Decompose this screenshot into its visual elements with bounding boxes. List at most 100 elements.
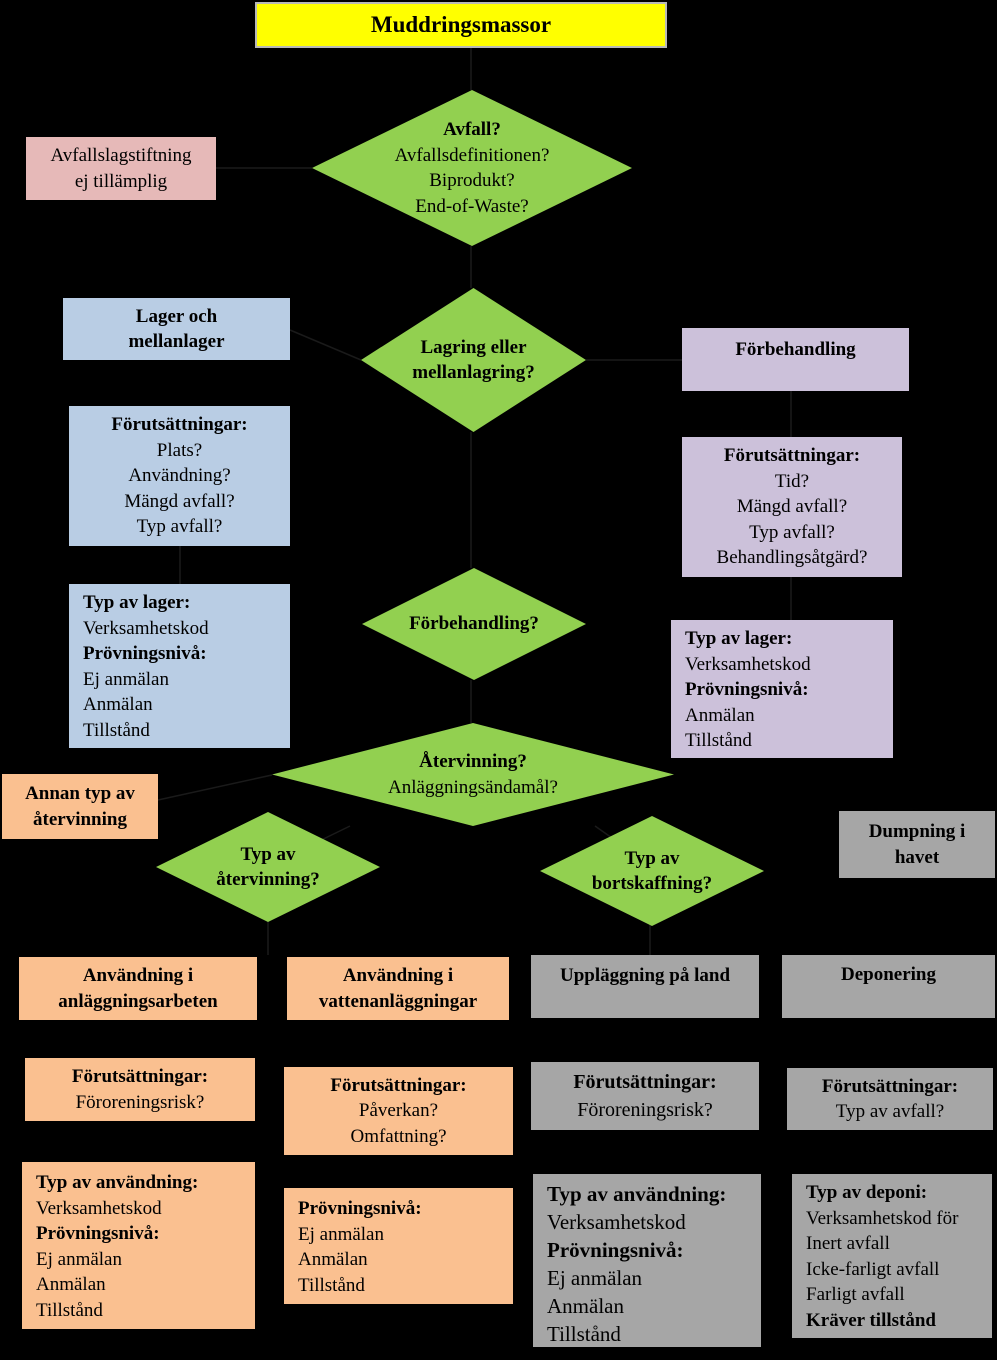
decision-recovery-type-line1: Typ av [240,843,296,865]
not-applicable-line2: ej tillämplig [74,170,168,192]
landfill-heading: Deponering [841,964,936,985]
storage-heading-line1: Lager och [135,305,218,327]
pretreatment-permit-item: Tillstånd [685,730,752,751]
construction-use-permit-item: Ej anmälan [36,1248,122,1270]
land-deposit-permit-item: Tillstånd [547,1322,621,1346]
storage-permit-item: Tillstånd [83,719,150,741]
other-recovery-line1: Annan typ av [25,783,135,804]
landfill-requirement: Kräver tillstånd [806,1309,937,1331]
construction-use-type-box: Typ av användning: Verksamhetskod Prövni… [22,1162,255,1329]
landfill-type-box: Typ av deponi: Verksamhetskod för Inert … [792,1174,992,1338]
land-deposit-condition-item: Föroreningsrisk? [577,1099,713,1121]
storage-permit-label: Prövningsnivå: [83,643,207,664]
land-deposit-heading-box: Uppläggning på land [531,955,759,1018]
land-deposit-type-label: Typ av användning: [547,1182,727,1206]
pretreatment-condition-item: Behandlingsåtgärd? [716,547,868,569]
water-use-heading-line1: Användning i [342,965,454,986]
decision-recovery-shape [272,723,674,826]
pretreatment-conditions-label: Förutsättningar: [723,445,861,467]
pretreatment-heading: Förbehandling [735,339,856,360]
construction-use-condition-item: Föroreningsrisk? [75,1091,205,1113]
water-use-permit-item: Tillstånd [298,1274,365,1296]
decision-disposal-type-line2: bortskaffning? [591,873,713,894]
storage-type-box: Typ av lager: Verksamhetskod Prövningsni… [69,584,290,748]
decision-recovery-type: Typ av återvinning? [156,812,380,922]
water-use-permit-item: Anmälan [298,1249,368,1270]
decision-disposal-type-shape [540,816,764,926]
decision-pretreatment-shape [362,568,586,680]
construction-use-type-label: Typ av användning: [36,1172,199,1193]
land-deposit-conditions-box: Förutsättningar: Föroreningsrisk? [531,1062,759,1130]
decision-pretreatment-line1: Förbehandling? [409,613,539,635]
construction-use-permit-item: Tillstånd [36,1299,103,1321]
land-deposit-permit-item: Anmälan [547,1294,624,1318]
landfill-type-item: Icke-farligt avfall [806,1258,940,1280]
construction-use-conditions-label: Förutsättningar: [71,1066,209,1087]
land-deposit-type-item: Verksamhetskod [547,1210,686,1234]
pretreatment-type-item: Verksamhetskod [685,653,811,675]
storage-condition-item: Användning? [128,465,231,487]
landfill-heading-box: Deponering [782,955,995,1018]
other-recovery-box: Annan typ av återvinning [2,774,158,839]
storage-type-item: Verksamhetskod [83,617,209,639]
decision-disposal-type: Typ av bortskaffning? [540,816,764,926]
storage-conditions-box: Förutsättningar: Plats? Användning? Mäng… [69,406,290,546]
sea-dumping-box: Dumpning i havet [839,811,995,878]
landfill-type-item: Farligt avfall [806,1284,905,1305]
pretreatment-permit-label: Prövningsnivå: [685,679,809,700]
land-deposit-type-box: Typ av användning: Verksamhetskod Prövni… [533,1174,761,1347]
storage-conditions-label: Förutsättningar: [111,414,248,436]
diagram-title-box: Muddringsmassor [255,2,667,48]
storage-heading-box: Lager och mellanlager [63,298,290,360]
decision-disposal-type-line1: Typ av [624,847,680,869]
land-deposit-conditions-label: Förutsättningar: [573,1071,717,1093]
decision-recovery: Återvinning? Anläggningsändamål? [272,723,674,826]
land-deposit-heading: Uppläggning på land [559,965,731,986]
pretreatment-condition-item: Typ avfall? [749,521,835,543]
sea-dumping-line2: havet [894,846,940,868]
landfill-type-item: Inert avfall [806,1233,890,1254]
pretreatment-heading-box: Förbehandling [682,328,909,391]
water-use-conditions-label: Förutsättningar: [330,1074,467,1096]
water-use-condition-item: Påverkan? [358,1100,439,1122]
landfill-type-label: Typ av deponi: [806,1182,928,1203]
decision-storage-line1: Lagring eller [420,336,527,358]
decision-waste: Avfall? Avfallsdefinitionen? Biprodukt? … [312,90,632,246]
decision-storage: Lagring eller mellanlagring? [361,288,586,432]
construction-use-conditions-box: Förutsättningar: Föroreningsrisk? [25,1058,255,1121]
water-use-permit-item: Ej anmälan [298,1223,384,1245]
not-applicable-line1: Avfallslagstiftning [50,145,192,166]
pretreatment-conditions-box: Förutsättningar: Tid? Mängd avfall? Typ … [682,437,902,577]
decision-waste-line4: End-of-Waste? [415,195,529,217]
landfill-condition-item: Typ av avfall? [835,1101,945,1122]
decision-recovery-line2: Anläggningsändamål? [388,776,558,798]
decision-storage-shape [361,288,586,432]
decision-recovery-type-shape [156,812,380,922]
storage-type-label: Typ av lager: [83,592,191,613]
landfill-type-item: Verksamhetskod för [806,1207,959,1229]
storage-permit-item: Ej anmälan [83,668,169,690]
other-recovery-line2: återvinning [33,808,127,830]
construction-use-permit-item: Anmälan [36,1274,106,1295]
storage-condition-item: Typ avfall? [136,516,223,538]
water-use-permit-label: Prövningsnivå: [298,1198,422,1219]
landfill-conditions-label: Förutsättningar: [821,1075,959,1097]
pretreatment-permit-item: Anmälan [685,704,755,726]
not-applicable-box: Avfallslagstiftning ej tillämplig [26,137,216,200]
pretreatment-type-label: Typ av lager: [685,628,793,649]
decision-pretreatment: Förbehandling? [362,568,586,680]
water-use-condition-item: Omfattning? [350,1125,447,1147]
land-deposit-permit-item: Ej anmälan [547,1266,643,1290]
sea-dumping-line1: Dumpning i [868,821,966,842]
decision-waste-line1: Avfall? [443,119,501,140]
pretreatment-condition-item: Tid? [774,470,810,492]
construction-use-permit-label: Prövningsnivå: [36,1223,160,1244]
water-use-heading-box: Användning i vattenanläggningar [287,957,509,1020]
water-use-type-box: Prövningsnivå: Ej anmälan Anmälan Tillst… [284,1188,513,1304]
diagram-title: Muddringsmassor [370,12,552,38]
construction-use-heading-line2: anläggningsarbeten [58,990,218,1012]
construction-use-heading-box: Användning i anläggningsarbeten [19,957,257,1020]
pretreatment-type-box: Typ av lager: Verksamhetskod Prövningsni… [671,620,893,758]
storage-condition-item: Plats? [156,439,203,461]
decision-waste-line2: Avfallsdefinitionen? [394,144,550,166]
